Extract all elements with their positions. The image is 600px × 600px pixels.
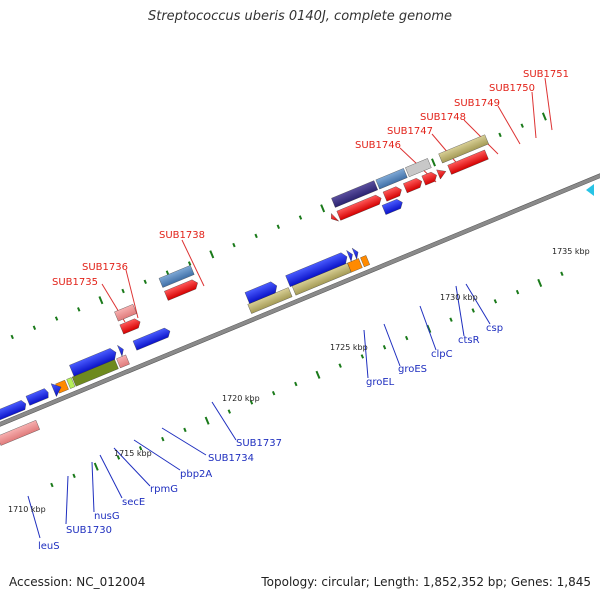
- gene-label-pbp2a: pbp2A: [180, 469, 212, 480]
- kbp-label-1725: 1725 kbp: [330, 343, 368, 352]
- gene-label-sub1746: SUB1746: [355, 140, 401, 151]
- kbp-label-1720: 1720 kbp: [222, 394, 260, 403]
- gene-label-leus: leuS: [38, 541, 60, 552]
- gene-label-sub1747: SUB1747: [387, 126, 433, 137]
- gene-label-sub1734: SUB1734: [208, 453, 254, 464]
- lower-gene-labels: leuS SUB1730 nusG secE rpmG pbp2A SUB173…: [27, 283, 503, 552]
- kbp-label-1735: 1735 kbp: [552, 247, 590, 256]
- gene-label-clpc: clpC: [431, 349, 453, 360]
- origin-marker-icon: [586, 184, 594, 196]
- inner-scale-ticks: [50, 271, 564, 488]
- accession-text: Accession: NC_012004: [9, 575, 146, 589]
- gene-label-sub1730: SUB1730: [66, 525, 112, 536]
- gene-label-csp: csp: [486, 323, 503, 334]
- gene-label-sub1738: SUB1738: [159, 230, 205, 241]
- gene-label-sub1749: SUB1749: [454, 98, 500, 109]
- upper-track-genes: [114, 134, 489, 351]
- lower-track-genes: [0, 420, 40, 446]
- kbp-label-1710: 1710 kbp: [8, 505, 46, 514]
- gene-label-ctsr: ctsR: [458, 335, 480, 346]
- topology-text: Topology: circular; Length: 1,852,352 bp…: [261, 575, 591, 589]
- gene-label-sub1736: SUB1736: [82, 262, 128, 273]
- gene-label-sece: secE: [122, 497, 145, 508]
- gene-label-groes: groES: [398, 364, 427, 375]
- gene-label-groel: groEL: [366, 377, 395, 388]
- gene-label-sub1750: SUB1750: [489, 83, 535, 94]
- genome-backbone: [0, 160, 600, 433]
- gene-label-sub1735: SUB1735: [52, 277, 98, 288]
- forward-genes: [0, 247, 370, 423]
- gene-label-nusg: nusG: [94, 511, 120, 522]
- gene-label-sub1751: SUB1751: [523, 69, 569, 80]
- genome-title: Streptococcus uberis 0140J, complete gen…: [147, 9, 453, 24]
- kbp-label-1730: 1730 kbp: [440, 293, 478, 302]
- gene-label-rpmg: rpmG: [150, 484, 178, 495]
- gene-label-sub1737: SUB1737: [236, 438, 282, 449]
- kbp-label-1715: 1715 kbp: [114, 449, 152, 458]
- kbp-scale-labels: 1710 kbp 1715 kbp 1720 kbp 1725 kbp 1730…: [8, 247, 590, 514]
- gene-label-sub1748: SUB1748: [420, 112, 466, 123]
